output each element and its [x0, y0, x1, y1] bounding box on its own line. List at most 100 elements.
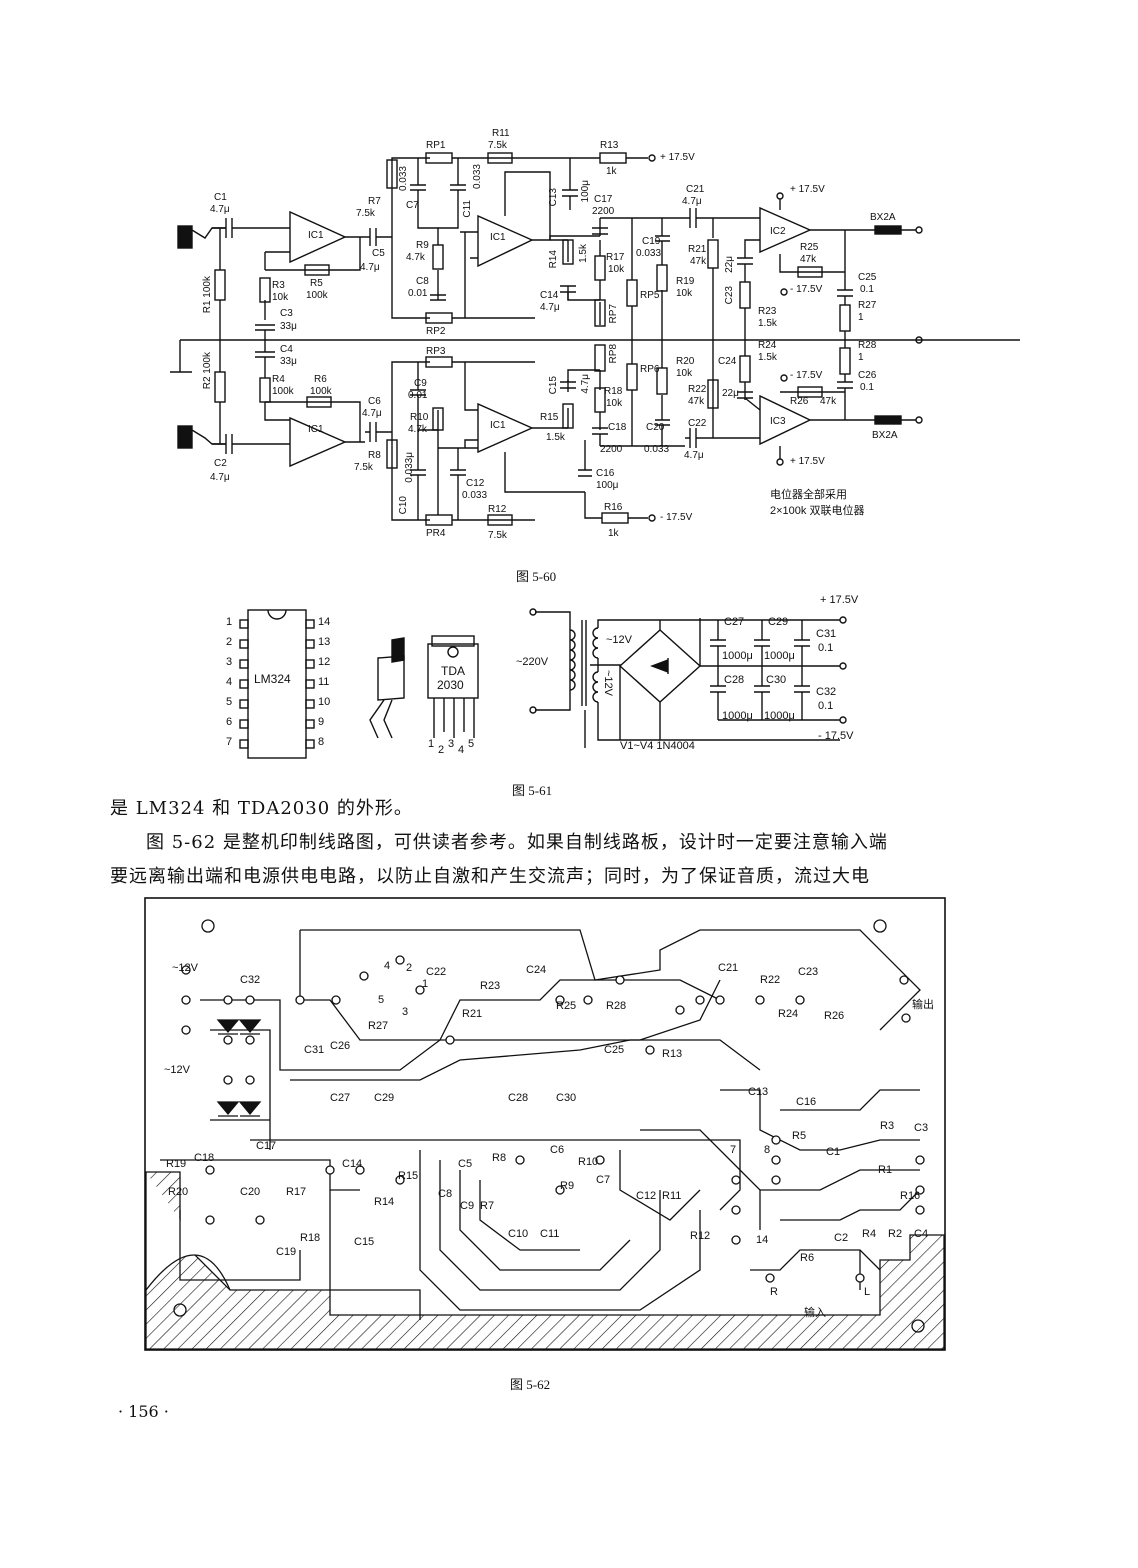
label-r2: R2 100k	[202, 352, 213, 390]
label-r12: R12	[488, 504, 507, 515]
label-r26-value: 47k	[820, 396, 837, 407]
label-c32-value: 0.1	[818, 700, 834, 712]
pcb-label-r8: R8	[492, 1152, 507, 1164]
pcb-label-r10: R10	[578, 1156, 599, 1168]
label-c8: C8	[416, 276, 429, 287]
label-r7-value: 7.5k	[356, 208, 375, 219]
pcb-pin-14: 14	[756, 1234, 769, 1246]
pcb-label-r12: R12	[690, 1230, 711, 1242]
label-r3: R3	[272, 280, 285, 291]
pcb-pin-4: 4	[384, 960, 391, 972]
pcb-label-r20: R20	[168, 1186, 189, 1198]
tda-pin-4: 4	[458, 744, 465, 756]
pcb-pin-3: 3	[402, 1006, 409, 1018]
label-r4: R4	[272, 374, 285, 385]
label-c30-value: 1000μ	[764, 710, 795, 722]
label-rp3: RP3	[426, 346, 446, 357]
pcb-label-r: R	[770, 1286, 778, 1298]
pcb-label-r15: R15	[398, 1170, 419, 1182]
label-plus-17-5v-c: + 17.5V	[790, 456, 825, 467]
label-r28-value: 1	[858, 352, 864, 363]
pcb-label-c30: C30	[556, 1092, 577, 1104]
pcb-label-c8: C8	[438, 1188, 453, 1200]
pcb-label-c20: C20	[240, 1186, 261, 1198]
pcb-pin-8: 8	[764, 1144, 771, 1156]
label-r17-value: 10k	[608, 264, 625, 275]
pcb-label-r2: R2	[888, 1228, 903, 1240]
pcb-label-c16: C16	[796, 1096, 817, 1108]
label-c2: C2	[214, 458, 227, 469]
pcb-label-c3: C3	[914, 1122, 929, 1134]
label-r6-value: 100k	[310, 386, 332, 397]
label-r4-value: 100k	[272, 386, 294, 397]
lm324-pin-6: 6	[226, 716, 233, 728]
tda-pin-2: 2	[438, 744, 445, 756]
label-ic1-c: IC1	[490, 232, 506, 243]
label-c23: C23	[724, 286, 735, 305]
label-r8-value: 7.5k	[354, 462, 373, 473]
pcb-label-c4: C4	[914, 1228, 929, 1240]
label-ic1-d: IC1	[490, 420, 506, 431]
label-c11-value: 0.033	[472, 164, 483, 190]
pcb-label-r13: R13	[662, 1048, 683, 1060]
pcb-pin-5: 5	[378, 994, 385, 1006]
label-r11-value: 7.5k	[488, 140, 507, 151]
power-transformer	[535, 611, 701, 748]
label-r9-value: 4.7k	[406, 252, 425, 263]
pcb-label-c19: C19	[276, 1246, 297, 1258]
label-c20: C20	[646, 422, 665, 433]
label-r7: R7	[368, 196, 381, 207]
label-r23: R23	[758, 306, 777, 317]
pcb-label-r6: R6	[800, 1252, 815, 1264]
label-r23-value: 1.5k	[758, 318, 777, 329]
label-c4-value: 33μ	[280, 356, 297, 367]
label-c29-value: 1000μ	[764, 650, 795, 662]
label-r6: R6	[314, 374, 327, 385]
label-c13: C13	[548, 188, 559, 207]
pcb-label-ac1: ~12V	[172, 962, 198, 974]
fig-5-62-labels: ~12V ~12V 输出 输入 R L C32 C31 C26 R27 C22 …	[0, 890, 1138, 1360]
pcb-label-r21: R21	[462, 1008, 483, 1020]
pcb-label-c14: C14	[342, 1158, 363, 1170]
pcb-label-c31: C31	[304, 1044, 325, 1056]
pcb-diodes	[216, 1019, 262, 1117]
lm324-pin-5: 5	[226, 696, 233, 708]
label-c13-value: 100μ	[580, 180, 591, 203]
mount-hole	[873, 919, 887, 933]
caption-fig-5-60: 图 5-60	[516, 569, 557, 584]
lm324-notch	[267, 609, 287, 620]
pcb-outline	[144, 897, 946, 1351]
label-r22-value: 47k	[688, 396, 705, 407]
lm324-pin-11: 11	[318, 676, 330, 688]
mount-hole	[173, 1303, 187, 1317]
label-minus-17-5v-a: - 17.5V	[660, 512, 693, 523]
label-rp7: RP7	[608, 304, 619, 324]
lm324-pin-7: 7	[226, 736, 233, 748]
pcb-label-r11: R11	[662, 1190, 682, 1202]
ac-input-label: ~220V	[516, 656, 549, 668]
pcb-label-r17: R17	[286, 1186, 307, 1198]
label-c19: C19	[642, 236, 661, 247]
minus-rail-label: - 17.5V	[818, 730, 854, 742]
pcb-label-r16: R16	[900, 1190, 921, 1202]
pcb-label-c28: C28	[508, 1092, 529, 1104]
label-c21-value: 4.7μ	[682, 196, 702, 207]
pcb-label-r23: R23	[480, 980, 501, 992]
pcb-label-r14: R14	[374, 1196, 395, 1208]
lm324-pin-10: 10	[318, 696, 331, 708]
body-text-line-3: 要远离输出端和电源供电电路，以防止自激和产生交流声；同时，为了保证音质，流过大电	[110, 866, 870, 887]
label-c17-value: 2200	[592, 206, 615, 217]
pcb-pads	[181, 955, 925, 1283]
lm324-pin-2: 2	[226, 636, 233, 648]
label-r28: R28	[858, 340, 877, 351]
label-c12-value: 0.033	[462, 490, 488, 501]
pcb-label-r19: R19	[166, 1158, 187, 1170]
label-r22: R22	[688, 384, 707, 395]
label-c24: C24	[718, 356, 737, 367]
mount-hole	[911, 1319, 925, 1333]
label-r18-value: 10k	[606, 398, 623, 409]
label-c9: C9	[414, 378, 427, 389]
bridge-rectifier	[618, 619, 840, 741]
label-c28: C28	[724, 674, 745, 686]
label-c18-value: 2200	[600, 444, 623, 455]
